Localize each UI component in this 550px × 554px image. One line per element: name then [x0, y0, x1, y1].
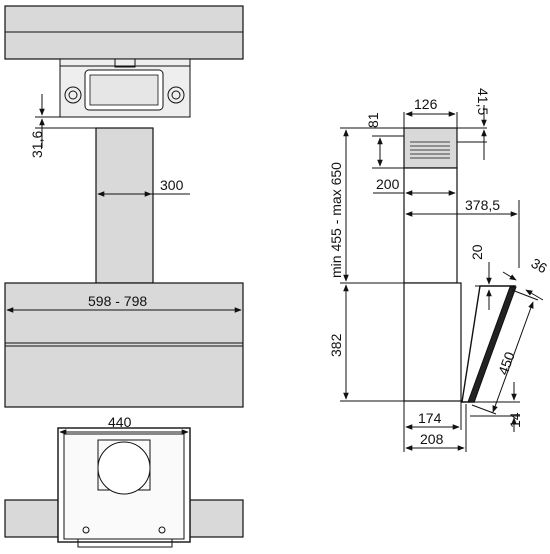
dim-chimney-width-label: 300: [160, 177, 184, 193]
dim-chimney-depth-label: 200: [376, 176, 400, 192]
dim-panel-length-label: 450: [495, 349, 518, 377]
dim-gap-label: 20: [469, 244, 485, 260]
front-chimney: [95, 127, 154, 284]
front-view: 31,6 300 598 - 798: [4, 5, 244, 408]
top-outlet-circle: [97, 441, 151, 495]
dim-outlet-top-label: 41,5: [475, 88, 491, 115]
dim-outlet-height-label: 81: [365, 112, 381, 128]
front-hood-body: [4, 282, 244, 408]
dim-body-height-label: 382: [328, 333, 344, 357]
dim-hood-width-label: 598 - 798: [88, 293, 147, 309]
side-chimney: [403, 167, 458, 284]
dim-top-width-label: 440: [108, 414, 132, 430]
side-body: [403, 282, 462, 402]
dim-outlet-width-label: 126: [414, 96, 438, 112]
top-view: 440: [4, 414, 244, 548]
dim-depth-overall-label: 208: [420, 431, 444, 447]
dim-chimney-height-label: min 455 - max 650: [328, 162, 344, 278]
dim-total-depth-label: 378,5: [465, 197, 500, 213]
side-outlet: [403, 127, 458, 169]
dim-base-depth-label: 174: [418, 410, 442, 426]
side-view: 126 41,5 81 min 455 - max 650 200 378,5 …: [328, 88, 550, 452]
dim-bottom-offset-label: 14: [507, 412, 523, 428]
dim-offset-label: 31,6: [29, 131, 45, 158]
dim-angle-thickness-label: 36: [529, 255, 550, 277]
